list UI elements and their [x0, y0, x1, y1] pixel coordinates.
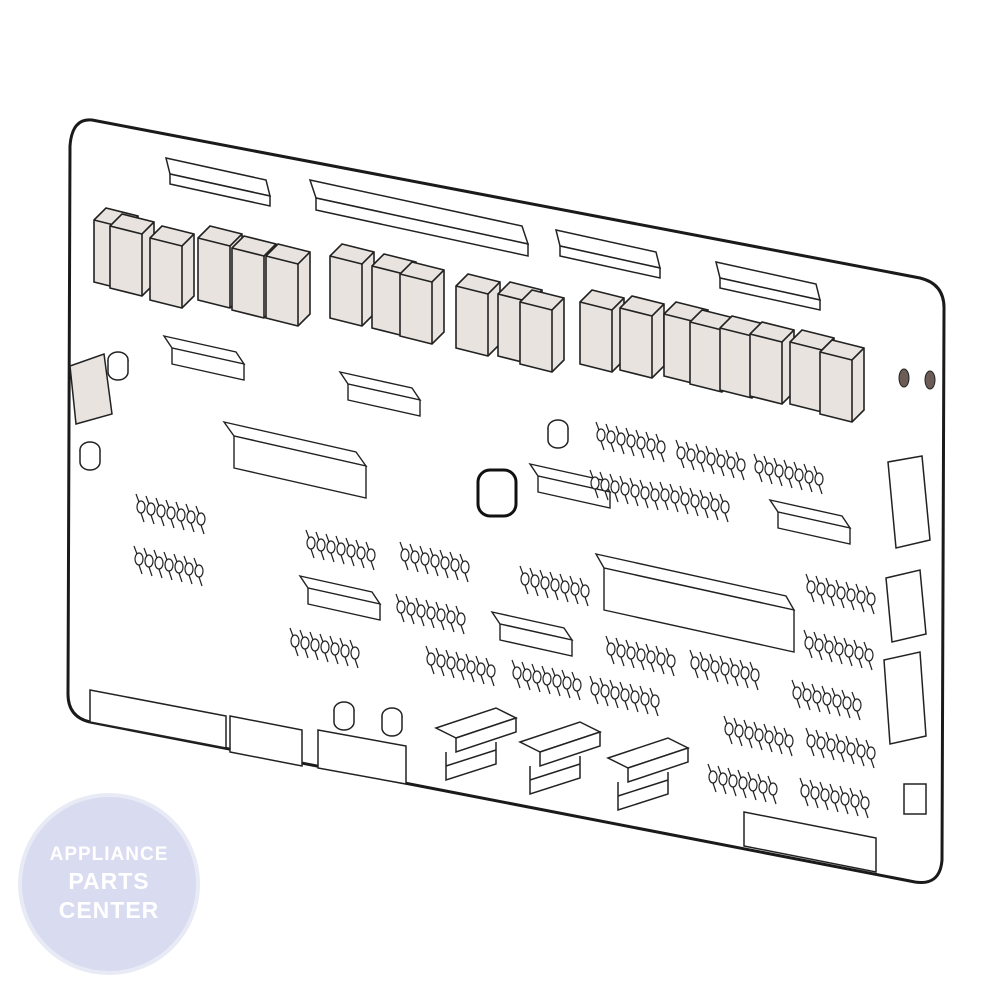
inductor-pair	[898, 368, 936, 390]
mounting-bracket	[69, 352, 113, 425]
long-ic-socket-1	[222, 420, 368, 499]
oscillator-component	[476, 468, 518, 518]
transistor	[903, 783, 927, 815]
long-ic-socket-2	[594, 552, 796, 653]
watermark-line-1: APPLIANCE	[49, 844, 169, 866]
brand-watermark-seal: APPLIANCE PARTS CENTER	[18, 793, 200, 975]
side-connectors	[883, 455, 931, 745]
watermark-line-2: PARTS	[68, 868, 150, 895]
watermark-line-3: CENTER	[58, 896, 160, 923]
top-connector-2	[308, 178, 530, 257]
bottom-connectors	[89, 689, 877, 873]
